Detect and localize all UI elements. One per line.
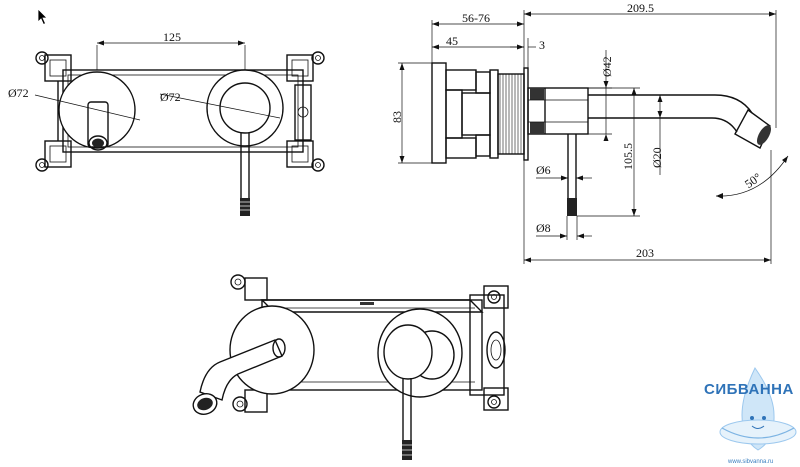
right-bracket xyxy=(286,51,325,172)
dim-203: 203 xyxy=(636,246,654,260)
dim-125: 125 xyxy=(163,30,181,44)
logo-url: www.sibvanna.ru xyxy=(727,459,773,465)
dim-50-degrees: 50° xyxy=(742,170,764,191)
dim-dia6: Ø6 xyxy=(536,163,551,177)
front-view: 125 Ø72 Ø72 xyxy=(8,30,325,216)
dim-105-5: 105.5 xyxy=(621,143,635,170)
left-bracket xyxy=(35,51,72,172)
dim-209-5: 209.5 xyxy=(627,1,654,15)
dim-56-76: 56-76 xyxy=(462,11,490,25)
dim-83: 83 xyxy=(390,111,404,123)
sibvanna-logo: СИБВАННА www.sibvanna.ru xyxy=(704,367,797,465)
dim-3: 3 xyxy=(539,38,545,52)
dim-dia72-right: Ø72 xyxy=(160,90,181,104)
side-view: 209.5 56-76 45 3 83 Ø42 xyxy=(390,1,789,264)
dim-dia8: Ø8 xyxy=(536,221,551,235)
dim-45: 45 xyxy=(446,34,458,48)
logo-name: СИБВАННА xyxy=(704,381,794,398)
dim-dia72-left: Ø72 xyxy=(8,86,29,100)
perspective-view xyxy=(192,274,509,460)
mouse-pointer-icon xyxy=(37,8,48,26)
dim-dia42: Ø42 xyxy=(600,56,614,77)
dim-dia20: Ø20 xyxy=(650,147,664,168)
